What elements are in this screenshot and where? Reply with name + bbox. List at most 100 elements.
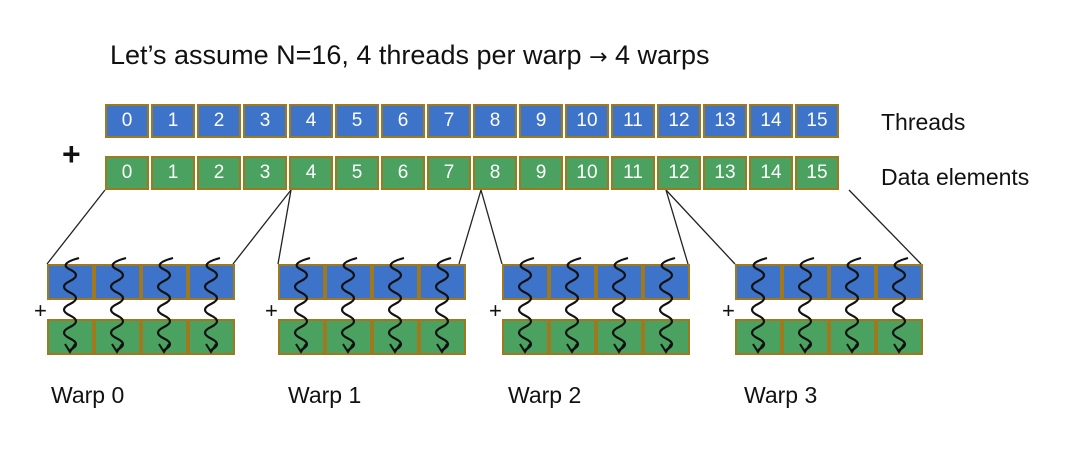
thread-cell: 1	[151, 104, 195, 138]
thread-cell: 14	[749, 104, 793, 138]
data-element-cell: 13	[703, 156, 747, 190]
thread-squiggle-icon	[109, 256, 127, 351]
thread-arrowhead-icon	[389, 343, 401, 354]
data-element-cell: 15	[795, 156, 839, 190]
thread-arrowhead-icon	[752, 343, 764, 354]
thread-squiggle-icon	[62, 256, 80, 351]
mapping-line	[46, 189, 106, 265]
thread-squiggle-icon	[658, 256, 676, 351]
thread-squiggle-icon	[203, 256, 221, 351]
mapping-line	[232, 189, 292, 265]
thread-arrowhead-icon	[158, 343, 170, 354]
mapping-line	[277, 189, 292, 265]
thread-arrowhead-icon	[566, 343, 578, 354]
right-arrow-icon: →	[589, 45, 608, 70]
thread-arrowhead-icon	[64, 343, 76, 354]
diagram-title: Let’s assume N=16, 4 threads per warp → …	[110, 40, 710, 71]
warp-threads	[62, 256, 221, 354]
warp-threads	[293, 256, 452, 354]
threads-label: Threads	[881, 109, 966, 135]
title-result: 4 warps	[614, 40, 710, 70]
warp-plus-sign: +	[265, 298, 278, 323]
data-element-cell: 11	[611, 156, 655, 190]
thread-cell: 5	[335, 104, 379, 138]
thread-arrowhead-icon	[893, 343, 905, 354]
thread-squiggle-icon	[156, 256, 174, 351]
thread-arrowhead-icon	[111, 343, 123, 354]
thread-squiggle-icon	[611, 256, 629, 351]
thread-cell: 10	[565, 104, 609, 138]
warp-plus-sign: +	[34, 298, 47, 323]
mapping-line	[665, 189, 736, 265]
data-element-cell: 8	[473, 156, 517, 190]
warp-threads	[750, 256, 909, 354]
data-element-cell: 2	[197, 156, 241, 190]
thread-arrowhead-icon	[205, 343, 217, 354]
warp-data-cell	[735, 319, 782, 355]
warp-data-cell	[876, 319, 923, 355]
thread-arrowhead-icon	[799, 343, 811, 354]
thread-cell: 3	[243, 104, 287, 138]
thread-squiggle-icon	[564, 256, 582, 351]
data-element-cell: 6	[381, 156, 425, 190]
mapping-line	[848, 189, 922, 265]
thread-cell: 4	[289, 104, 333, 138]
thread-squiggle-icon	[891, 256, 909, 351]
warp-thread-cell	[735, 264, 782, 300]
thread-squiggle-icon	[434, 256, 452, 351]
warp-0-label: Warp 0	[51, 382, 125, 408]
mapping-line	[458, 189, 482, 265]
data-element-cell: 5	[335, 156, 379, 190]
thread-cell: 6	[381, 104, 425, 138]
data-element-cell: 7	[427, 156, 471, 190]
mapping-line	[665, 189, 689, 265]
thread-squiggle-icon	[293, 256, 311, 351]
warp-thread-cells	[47, 264, 235, 300]
thread-arrowhead-icon	[519, 343, 531, 354]
thread-squiggle-icon	[750, 256, 768, 351]
data-element-cell: 14	[749, 156, 793, 190]
thread-cell: 13	[703, 104, 747, 138]
thread-cell: 11	[611, 104, 655, 138]
thread-arrowhead-icon	[342, 343, 354, 354]
warp-threads	[517, 256, 676, 354]
data-element-cell: 9	[519, 156, 563, 190]
warp-data-cells	[278, 319, 466, 355]
mapping-line	[480, 189, 503, 265]
thread-squiggle-icon	[844, 256, 862, 351]
data-element-cell: 1	[151, 156, 195, 190]
warp-thread-cell	[188, 264, 235, 300]
warp-data-cells	[735, 319, 923, 355]
data-elements-label: Data elements	[881, 164, 1030, 190]
thread-arrowhead-icon	[660, 343, 672, 354]
warp-data-cell	[829, 319, 876, 355]
warp-3: +	[722, 256, 923, 359]
title-text: Let’s assume N=16, 4 threads per warp	[110, 40, 582, 70]
warp-3-label: Warp 3	[744, 382, 818, 408]
thread-cell: 9	[519, 104, 563, 138]
thread-cell: 8	[473, 104, 517, 138]
thread-arrowhead-icon	[613, 343, 625, 354]
thread-cell: 0	[105, 104, 149, 138]
warp-plus-sign: +	[489, 298, 502, 323]
thread-cell: 7	[427, 104, 471, 138]
data-element-cell: 4	[289, 156, 333, 190]
thread-arrowhead-icon	[295, 343, 307, 354]
warp-1-label: Warp 1	[288, 382, 362, 408]
warp-plus-sign: +	[722, 298, 735, 323]
thread-cell: 15	[795, 104, 839, 138]
thread-cell: 2	[197, 104, 241, 138]
thread-squiggle-icon	[340, 256, 358, 351]
warp-thread-cell	[325, 264, 372, 300]
thread-cell: 12	[657, 104, 701, 138]
thread-squiggle-icon	[797, 256, 815, 351]
warp-0: +	[34, 256, 235, 359]
data-element-cell: 0	[105, 156, 149, 190]
warp-2-label: Warp 2	[508, 382, 582, 408]
thread-squiggle-icon	[387, 256, 405, 351]
thread-arrowhead-icon	[436, 343, 448, 354]
warp-2: +	[489, 256, 690, 359]
